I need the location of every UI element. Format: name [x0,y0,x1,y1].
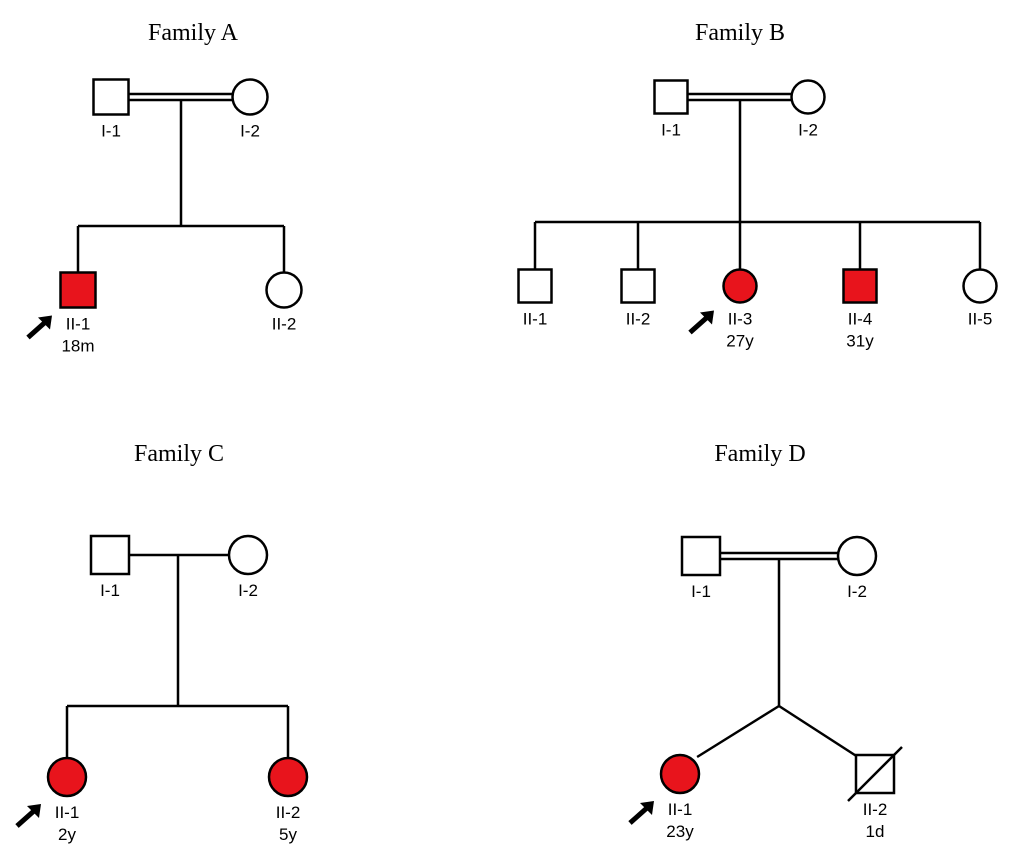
proband-arrow-head [27,804,41,818]
family-b-pedigree: Family B I-1 I-2II-1 II-2 II-3 27y II-4 31y II-5 [517,20,998,351]
proband-arrow-shaft [688,314,710,335]
proband-arrow [628,801,654,825]
twin-diagonal-line [778,704,859,759]
child-label: II-2 [626,310,651,329]
child-age: 23y [666,822,694,841]
proband-arrow [688,310,714,335]
child-symbol-ii-2 [265,271,303,309]
father-label: I-1 [661,121,681,140]
child-label: II-4 [848,310,873,329]
child-symbol-ii-1 [59,271,97,309]
child-symbol-ii-3 [722,268,758,304]
child-label: II-2 [863,800,888,819]
proband-arrow-shaft [15,808,37,828]
child-symbol-ii-1 [46,756,88,798]
child-symbol-ii-2 [267,756,309,798]
child-age: 18m [61,337,94,356]
child-age: 1d [866,822,885,841]
family-title: Family D [714,441,805,467]
child-label: II-3 [728,310,753,329]
proband-arrow-shaft [26,319,48,340]
twin-diagonal-line [696,704,780,759]
child-age: 31y [846,332,874,351]
child-label: II-2 [276,803,301,822]
proband-arrow-head [700,310,714,325]
family-title: Family B [695,20,785,46]
proband-arrow-shaft [628,805,650,825]
child-symbol-ii-4 [842,268,878,304]
family-c-pedigree: Family C I-1 I-2II-1 2y II-2 5y [15,441,309,844]
deceased-slash [847,746,903,802]
child-age: 2y [58,825,76,844]
father-symbol [92,78,130,116]
mother-symbol [790,79,826,115]
mother-symbol [231,78,269,116]
father-label: I-1 [100,581,120,600]
family-d-pedigree: Family D I-1 I-2II-1 23y II-2 1d [628,441,903,841]
mother-symbol [836,535,878,577]
child-label: II-1 [66,315,91,334]
mother-symbol [227,534,269,576]
father-symbol [653,79,689,115]
family-a-pedigree: Family A I-1 I-2II-1 18m II-2 [26,20,303,356]
father-label: I-1 [101,122,121,141]
child-label: II-1 [523,310,548,329]
mother-label: I-2 [798,121,818,140]
family-title: Family C [134,441,224,467]
child-age: 5y [279,825,297,844]
mother-label: I-2 [240,122,260,141]
proband-arrow-head [640,801,654,815]
mother-label: I-2 [238,581,258,600]
child-symbol-ii-2 [620,268,656,304]
father-label: I-1 [691,582,711,601]
child-symbol-ii-5 [962,268,998,304]
proband-arrow [15,804,41,828]
mother-label: I-2 [847,582,867,601]
child-symbol-ii-1 [517,268,553,304]
child-symbol-ii-1 [659,753,701,795]
child-label: II-1 [55,803,80,822]
proband-arrow-head [38,315,52,330]
child-label: II-1 [668,800,693,819]
child-age: 27y [726,332,754,351]
family-title: Family A [148,20,239,46]
proband-arrow [26,315,52,340]
father-symbol [680,535,722,577]
father-symbol [89,534,131,576]
child-label: II-2 [272,315,297,334]
child-label: II-5 [968,310,993,329]
